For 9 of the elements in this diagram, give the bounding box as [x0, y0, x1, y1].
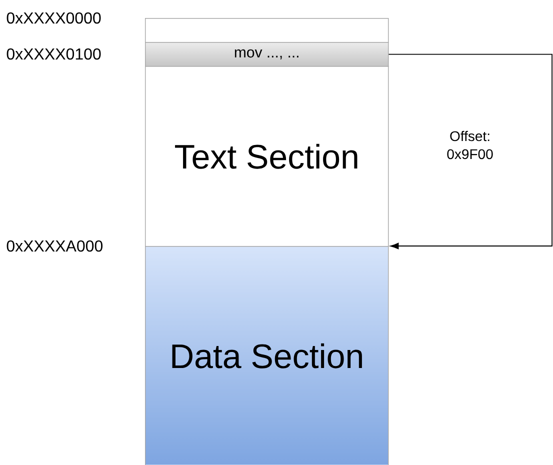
address-label: 0xXXXXA000	[6, 240, 103, 252]
empty-block	[145, 18, 389, 43]
arrow	[388, 54, 552, 250]
address-label: 0xXXXX0100	[6, 48, 101, 60]
address-label: 0xXXXX0000	[6, 12, 101, 24]
section-block: Data Section	[145, 246, 389, 465]
instruction-row: mov ..., ...	[145, 42, 389, 67]
memory-block: Text Section	[145, 66, 389, 247]
edge-label: Offset: 0x9F00	[447, 130, 493, 160]
